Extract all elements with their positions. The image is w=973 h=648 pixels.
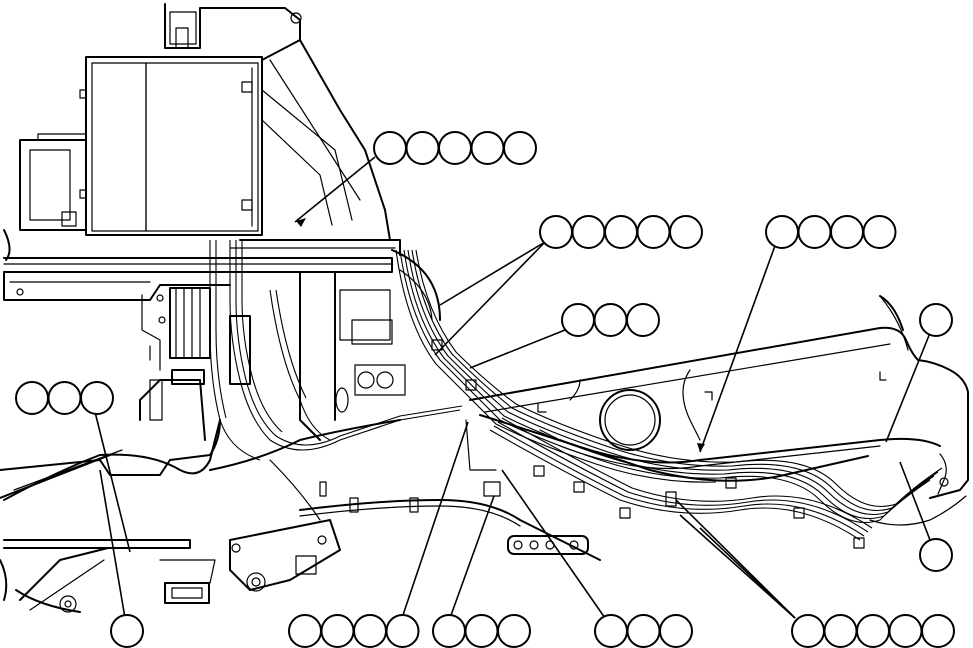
callout-bubble	[791, 614, 825, 648]
callout-bubble	[765, 215, 799, 249]
callout-bubble	[288, 614, 322, 648]
callout-bubble	[919, 303, 953, 337]
callout-bubble	[80, 381, 114, 415]
callout-bubble	[797, 215, 832, 249]
callout-bubble	[862, 215, 897, 249]
leader-lines	[94, 156, 931, 619]
callout-c10	[432, 614, 531, 648]
callout-c2	[539, 215, 703, 249]
callout-bubble	[594, 614, 628, 648]
callout-c5	[919, 303, 953, 337]
callout-bubble	[47, 381, 82, 415]
callout-bubble	[497, 614, 531, 648]
callout-bubble	[405, 131, 440, 165]
callout-c12	[791, 614, 955, 648]
callout-bubble	[373, 131, 407, 165]
callout-bubble	[571, 215, 606, 249]
callout-bubble	[470, 131, 505, 165]
callout-bubble	[110, 614, 144, 648]
callout-bubble	[669, 215, 703, 249]
callout-bubble	[353, 614, 387, 648]
wire-harness	[3, 240, 949, 561]
chassis-beam	[469, 295, 969, 526]
callout-bubble	[604, 215, 638, 249]
callout-c11	[594, 614, 693, 648]
callout-bubbles	[15, 131, 955, 648]
callout-bubble	[626, 614, 661, 648]
callout-bubble	[919, 538, 953, 572]
callout-bubble	[464, 614, 499, 648]
callout-bubble	[432, 614, 466, 648]
frame-rails	[3, 239, 441, 441]
callout-c1	[373, 131, 537, 165]
electrical-cabinet	[19, 3, 391, 241]
callout-bubble	[636, 215, 671, 249]
callout-bubble	[888, 614, 923, 648]
callout-bubble	[593, 303, 628, 337]
callout-bubble	[823, 614, 858, 648]
callout-bubble	[659, 614, 693, 648]
callout-bubble	[921, 614, 955, 648]
callout-c7	[919, 538, 953, 572]
callout-bubble	[561, 303, 595, 337]
callout-c6	[15, 381, 114, 415]
callout-bubble	[626, 303, 660, 337]
callout-bubble	[438, 131, 472, 165]
callout-bubble	[320, 614, 355, 648]
callout-c8	[110, 614, 144, 648]
callout-bubble	[856, 614, 890, 648]
callout-bubble	[830, 215, 864, 249]
callout-bubble	[503, 131, 537, 165]
callout-bubble	[385, 614, 420, 648]
callout-c9	[288, 614, 420, 648]
callout-c4	[561, 303, 660, 337]
callout-bubble	[15, 381, 49, 415]
callout-bubble	[539, 215, 573, 249]
callout-c3	[765, 215, 897, 249]
